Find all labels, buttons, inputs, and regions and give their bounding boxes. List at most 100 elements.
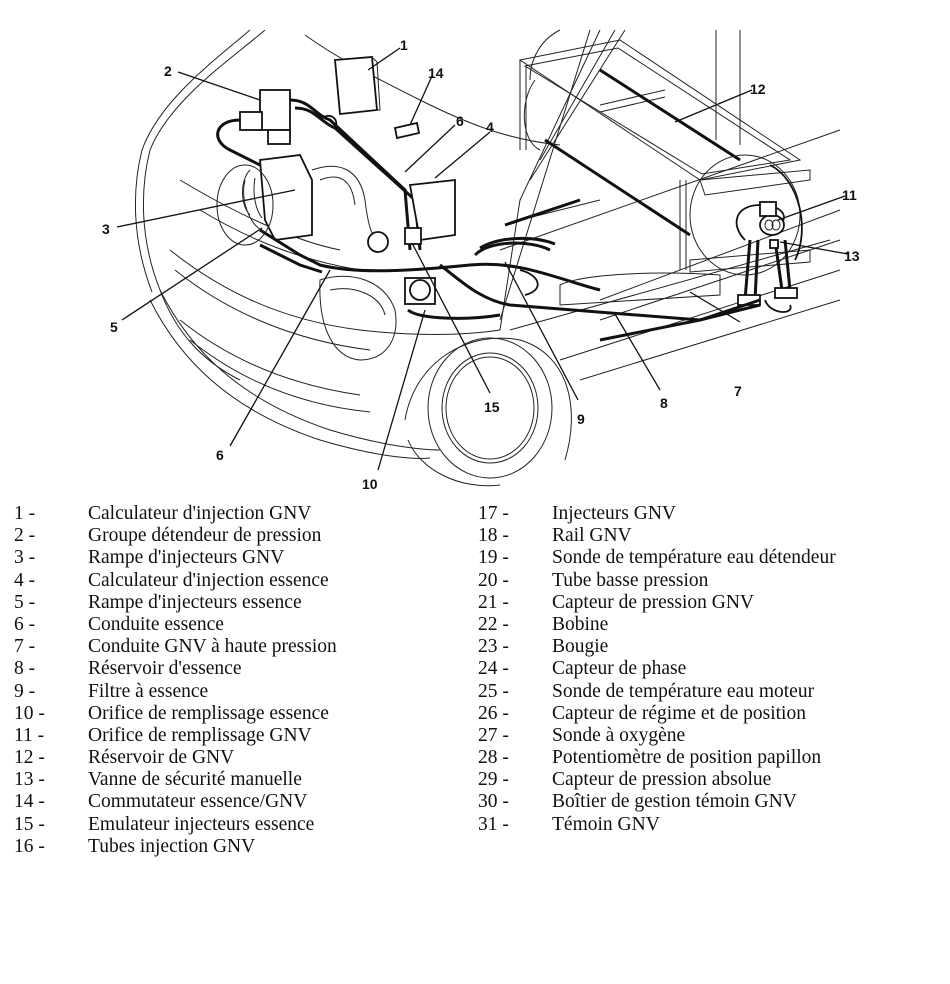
- legend-item: 28 - Potentiomètre de position papillon: [478, 747, 836, 769]
- legend-item-label: Capteur de pression absolue: [552, 769, 772, 791]
- legend-item-number: 15 -: [14, 813, 45, 835]
- legend-item-number: 2 -: [14, 525, 36, 547]
- legend-item-label: Calculateur d'injection GNV: [88, 503, 312, 524]
- legend-item: 2 - Groupe détendeur de pression: [14, 525, 337, 547]
- gnv-tank-frame: [504, 30, 811, 276]
- legend-item: 27 - Sonde à oxygène: [478, 725, 836, 747]
- callout-10: 10: [362, 476, 378, 492]
- callout-14: 14: [428, 65, 444, 81]
- callout-8: 8: [660, 395, 668, 411]
- legend-item-number: 21 -: [478, 591, 509, 613]
- legend-item: 8 - Réservoir d'essence: [14, 658, 337, 680]
- callout-13: 13: [844, 248, 860, 264]
- callout-labels: 1 2 3 4 5 6 6 7 8 9 10 11 12 13 14 15: [102, 37, 860, 492]
- legend-item: 17 - Injecteurs GNV: [478, 503, 836, 525]
- legend-item-number: 13 -: [14, 769, 45, 791]
- legend-item: 18 - Rail GNV: [478, 525, 836, 547]
- legend-item-label: Rampe d'injecteurs essence: [88, 591, 302, 613]
- legend-item: 12 - Réservoir de GNV: [14, 747, 337, 769]
- legend-item: 16 - Tubes injection GNV: [14, 836, 337, 858]
- callout-6-top: 6: [456, 113, 464, 129]
- legend-item-label: Bobine: [552, 613, 609, 635]
- legend-item-label: Injecteurs GNV: [552, 503, 676, 524]
- legend-item-label: Réservoir de GNV: [88, 747, 235, 769]
- legend-item: 19 - Sonde de température eau détendeur: [478, 547, 836, 569]
- legend-item: 11 - Orifice de remplissage GNV: [14, 725, 337, 747]
- legend-item-label: Orifice de remplissage GNV: [88, 724, 312, 746]
- legend-item-label: Témoin GNV: [552, 813, 660, 835]
- legend-column-left: 1 - Calculateur d'injection GNV 2 - Grou…: [14, 503, 337, 858]
- legend-item: 6 - Conduite essence: [14, 614, 337, 636]
- legend-item-number: 31 -: [478, 813, 509, 835]
- callout-11: 11: [842, 187, 857, 203]
- legend-item-label: Réservoir d'essence: [88, 658, 242, 680]
- legend-item: 3 - Rampe d'injecteurs GNV: [14, 547, 337, 569]
- legend-item-label: Rail GNV: [552, 525, 632, 547]
- vehicle-gnv-diagram: 1 2 3 4 5 6 6 7 8 9 10 11 12 13 14 15: [102, 29, 860, 492]
- legend-item: 26 - Capteur de régime et de position: [478, 703, 836, 725]
- callout-12: 12: [750, 81, 766, 97]
- leader-lines: [116, 47, 849, 471]
- legend-item-label: Sonde à oxygène: [552, 724, 686, 746]
- legend-item-label: Capteur de phase: [552, 658, 687, 680]
- legend-item: 14 - Commutateur essence/GNV: [14, 791, 337, 813]
- vehicle-body: [134, 29, 841, 487]
- legend-item-number: 22 -: [478, 613, 509, 635]
- legend-item: 13 - Vanne de sécurité manuelle: [14, 769, 337, 791]
- legend-item-label: Boîtier de gestion témoin GNV: [552, 791, 797, 813]
- legend-item-label: Emulateur injecteurs essence: [88, 813, 315, 835]
- legend-item-label: Commutateur essence/GNV: [88, 791, 308, 813]
- legend-item: 30 - Boîtier de gestion témoin GNV: [478, 791, 836, 813]
- legend-item-number: 17 -: [478, 503, 509, 524]
- legend-item: 21 - Capteur de pression GNV: [478, 592, 836, 614]
- legend-item-label: Conduite GNV à haute pression: [88, 636, 337, 658]
- legend-item-number: 20 -: [478, 569, 509, 591]
- legend: 1 - Calculateur d'injection GNV 2 - Grou…: [0, 500, 950, 984]
- callout-7: 7: [734, 383, 742, 399]
- legend-item-label: Rampe d'injecteurs GNV: [88, 547, 285, 569]
- legend-item: 5 - Rampe d'injecteurs essence: [14, 592, 337, 614]
- legend-item: 23 - Bougie: [478, 636, 836, 658]
- callout-15: 15: [484, 399, 500, 415]
- legend-item-label: Capteur de régime et de position: [552, 702, 806, 724]
- legend-item-number: 18 -: [478, 525, 509, 547]
- callout-5: 5: [110, 319, 118, 335]
- legend-item: 20 - Tube basse pression: [478, 570, 836, 592]
- legend-column-right: 17 - Injecteurs GNV 18 - Rail GNV 19 - S…: [478, 503, 836, 836]
- legend-item-label: Sonde de température eau détendeur: [552, 547, 836, 569]
- legend-item-number: 30 -: [478, 791, 509, 813]
- legend-item-number: 5 -: [14, 591, 36, 613]
- legend-item-label: Vanne de sécurité manuelle: [88, 769, 302, 791]
- legend-item: 24 - Capteur de phase: [478, 658, 836, 680]
- legend-item: 7 - Conduite GNV à haute pression: [14, 636, 337, 658]
- legend-item-number: 26 -: [478, 702, 509, 724]
- legend-item-number: 25 -: [478, 680, 509, 702]
- legend-item-number: 8 -: [14, 658, 36, 680]
- legend-item: 22 - Bobine: [478, 614, 836, 636]
- engine-components: [216, 56, 761, 342]
- legend-item-number: 27 -: [478, 724, 509, 746]
- legend-item-label: Bougie: [552, 636, 609, 658]
- legend-item-number: 23 -: [478, 636, 509, 658]
- legend-item: 1 - Calculateur d'injection GNV: [14, 503, 337, 525]
- callout-4: 4: [486, 119, 494, 135]
- legend-item-number: 14 -: [14, 791, 45, 813]
- callout-6-bottom: 6: [216, 447, 224, 463]
- legend-item-number: 1 -: [14, 503, 36, 524]
- legend-item-label: Tubes injection GNV: [88, 835, 256, 857]
- legend-item: 4 - Calculateur d'injection essence: [14, 570, 337, 592]
- legend-item-label: Sonde de température eau moteur: [552, 680, 815, 702]
- legend-item-number: 6 -: [14, 613, 36, 635]
- legend-item-number: 10 -: [14, 702, 45, 724]
- legend-item-number: 19 -: [478, 547, 509, 569]
- legend-item-number: 3 -: [14, 547, 36, 569]
- legend-item-number: 16 -: [14, 835, 45, 857]
- legend-item: 15 - Emulateur injecteurs essence: [14, 814, 337, 836]
- legend-item-label: Conduite essence: [88, 613, 224, 635]
- legend-item-number: 24 -: [478, 658, 509, 680]
- legend-item: 29 - Capteur de pression absolue: [478, 769, 836, 791]
- legend-item-label: Orifice de remplissage essence: [88, 702, 329, 724]
- legend-item-number: 12 -: [14, 747, 45, 769]
- legend-item: 10 - Orifice de remplissage essence: [14, 703, 337, 725]
- legend-item-label: Calculateur d'injection essence: [88, 569, 329, 591]
